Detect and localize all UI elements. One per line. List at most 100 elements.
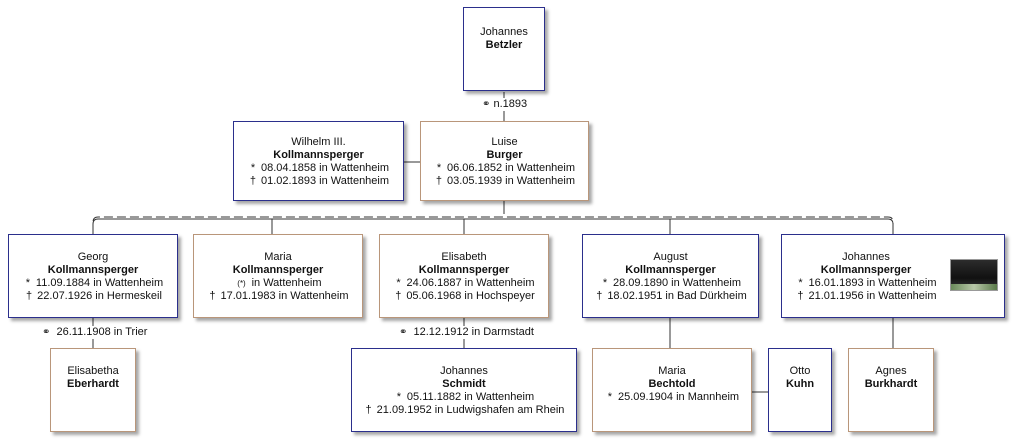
- first-name: Wilhelm III.: [291, 136, 346, 148]
- birth-star-icon: *: [250, 162, 256, 174]
- death-date: 17.01.1983 in Wattenheim: [220, 290, 349, 302]
- death-cross-icon: †: [26, 290, 33, 302]
- birth-place: in Wattenheim: [251, 277, 322, 289]
- birth-date: 25.09.1904 in Mannheim: [617, 391, 740, 403]
- death-line: † 01.02.1893 in Wattenheim: [234, 175, 403, 188]
- death-cross-icon: †: [365, 404, 372, 416]
- person-box-georg-kollmannsperger[interactable]: Georg Kollmannsperger * 11.09.1884 in Wa…: [8, 234, 178, 318]
- death-date: 21.09.1952 in Ludwigshafen am Rhein: [376, 404, 565, 416]
- birth-star-icon: *: [602, 277, 608, 289]
- death-cross-icon: †: [395, 290, 402, 302]
- birth-star-icon: *: [396, 391, 401, 403]
- last-name: Schmidt: [442, 378, 486, 390]
- death-line: † 17.01.1983 in Wattenheim: [194, 290, 362, 303]
- last-name: Kollmannsperger: [820, 264, 912, 276]
- death-date: 22.07.1926 in Hermeskeil: [37, 290, 162, 302]
- person-box-elisabetha-eberhardt[interactable]: Elisabetha Eberhardt: [50, 348, 136, 432]
- death-date: 01.02.1893 in Wattenheim: [261, 175, 390, 187]
- first-name: Johannes: [480, 26, 528, 38]
- birth-star-icon: *: [396, 277, 401, 289]
- death-line: † 03.05.1939 in Wattenheim: [421, 175, 588, 188]
- marriage-date: 26.11.1908 in Trier: [56, 326, 148, 338]
- death-date: 18.02.1951 in Bad Dürkheim: [607, 290, 747, 302]
- birth-date: 16.01.1893 in Wattenheim: [808, 277, 937, 289]
- first-name: Otto: [789, 365, 811, 377]
- death-line: † 18.02.1951 in Bad Dürkheim: [583, 290, 758, 303]
- last-name: Kollmannsperger: [625, 264, 716, 276]
- death-cross-icon: †: [435, 175, 443, 187]
- birth-date: 08.04.1858 in Wattenheim: [261, 162, 390, 174]
- person-box-wilhelm-kollmannsperger[interactable]: Wilhelm III. Kollmannsperger * 08.04.185…: [233, 121, 404, 201]
- birth-date: 05.11.1882 in Wattenheim: [406, 391, 535, 403]
- birth-date: 06.06.1852 in Wattenheim: [447, 162, 576, 174]
- marriage-date: n.1893: [493, 98, 528, 110]
- birth-star-icon: *: [798, 277, 803, 289]
- last-name: Kollmannsperger: [232, 264, 324, 276]
- birth-line: * 08.04.1858 in Wattenheim: [234, 162, 403, 175]
- death-line: † 21.01.1956 in Wattenheim: [782, 290, 950, 303]
- death-date: 21.01.1956 in Wattenheim: [808, 290, 937, 302]
- first-name: Agnes: [875, 365, 907, 377]
- person-box-johannes-schmidt[interactable]: Johannes Schmidt * 05.11.1882 in Wattenh…: [351, 348, 577, 432]
- last-name: Bechtold: [648, 378, 696, 390]
- last-name: Betzler: [485, 39, 523, 51]
- death-cross-icon: †: [209, 290, 216, 302]
- last-name: Burkhardt: [864, 378, 918, 390]
- person-box-elisabeth-kollmannsperger[interactable]: Elisabeth Kollmannsperger * 24.06.1887 i…: [379, 234, 549, 318]
- first-name: Johannes: [842, 251, 890, 263]
- marriage-label-elisabeth-schmidt: ⚭ 12.12.1912 in Darmstadt: [397, 326, 536, 339]
- last-name: Kollmannsperger: [273, 149, 364, 161]
- person-box-august-kollmannsperger[interactable]: August Kollmannsperger * 28.09.1890 in W…: [582, 234, 759, 318]
- person-box-otto-kuhn[interactable]: Otto Kuhn: [768, 348, 832, 432]
- first-name: August: [653, 251, 688, 263]
- birth-line: * 24.06.1887 in Wattenheim: [380, 277, 548, 290]
- marriage-rings-icon: ⚭: [42, 327, 51, 338]
- death-date: 05.06.1968 in Hochspeyer: [406, 290, 535, 302]
- death-line: † 05.06.1968 in Hochspeyer: [380, 290, 548, 303]
- first-name: Maria: [658, 365, 686, 377]
- birth-line: * 25.09.1904 in Mannheim: [593, 391, 751, 404]
- last-name: Kollmannsperger: [47, 264, 139, 276]
- portrait-photo-icon[interactable]: [950, 259, 998, 291]
- last-name: Kollmannsperger: [418, 264, 510, 276]
- last-name: Eberhardt: [67, 378, 119, 390]
- last-name: Kuhn: [785, 378, 815, 390]
- death-date: 03.05.1939 in Wattenheim: [447, 175, 576, 187]
- birth-line: * 28.09.1890 in Wattenheim: [583, 277, 758, 290]
- person-box-agnes-burkhardt[interactable]: Agnes Burkhardt: [848, 348, 934, 432]
- birth-line: * 05.11.1882 in Wattenheim: [352, 391, 576, 404]
- birth-date: 11.09.1884 in Wattenheim: [35, 277, 164, 289]
- person-box-luise-burger[interactable]: Luise Burger * 06.06.1852 in Wattenheim …: [420, 121, 589, 201]
- last-name: Burger: [486, 149, 523, 161]
- marriage-label-betzler-burger: ⚭ n.1893: [480, 98, 530, 111]
- marriage-date: 12.12.1912 in Darmstadt: [413, 326, 534, 338]
- birth-star-icon: *: [436, 162, 442, 174]
- person-box-maria-kollmannsperger[interactable]: Maria Kollmannsperger (*) in Wattenheim …: [193, 234, 363, 318]
- marriage-rings-icon: ⚭: [482, 99, 491, 110]
- death-cross-icon: †: [596, 290, 603, 302]
- death-line: † 22.07.1926 in Hermeskeil: [9, 290, 177, 303]
- birth-line: * 06.06.1852 in Wattenheim: [421, 162, 588, 175]
- birth-uncertain-icon: (*): [237, 279, 246, 288]
- birth-star-icon: *: [607, 391, 613, 403]
- first-name: Johannes: [440, 365, 488, 377]
- first-name: Maria: [264, 251, 292, 263]
- first-name: Elisabetha: [67, 365, 119, 377]
- first-name: Georg: [77, 251, 109, 263]
- first-name: Elisabeth: [441, 251, 487, 263]
- birth-line: (*) in Wattenheim: [194, 277, 362, 290]
- marriage-rings-icon: ⚭: [399, 327, 408, 338]
- person-box-johannes-betzler[interactable]: Johannes Betzler: [463, 7, 545, 91]
- birth-date: 28.09.1890 in Wattenheim: [613, 277, 742, 289]
- person-box-maria-bechtold[interactable]: Maria Bechtold * 25.09.1904 in Mannheim: [592, 348, 752, 432]
- birth-line: * 16.01.1893 in Wattenheim: [782, 277, 950, 290]
- birth-date: 24.06.1887 in Wattenheim: [406, 277, 535, 289]
- birth-line: * 11.09.1884 in Wattenheim: [9, 277, 177, 290]
- marriage-label-georg-eberhardt: ⚭ 26.11.1908 in Trier: [40, 326, 150, 339]
- birth-star-icon: *: [25, 277, 30, 289]
- death-line: † 21.09.1952 in Ludwigshafen am Rhein: [352, 404, 576, 417]
- person-box-johannes-kollmannsperger[interactable]: Johannes Kollmannsperger * 16.01.1893 in…: [781, 234, 1005, 318]
- death-cross-icon: †: [249, 175, 257, 187]
- death-cross-icon: †: [797, 290, 804, 302]
